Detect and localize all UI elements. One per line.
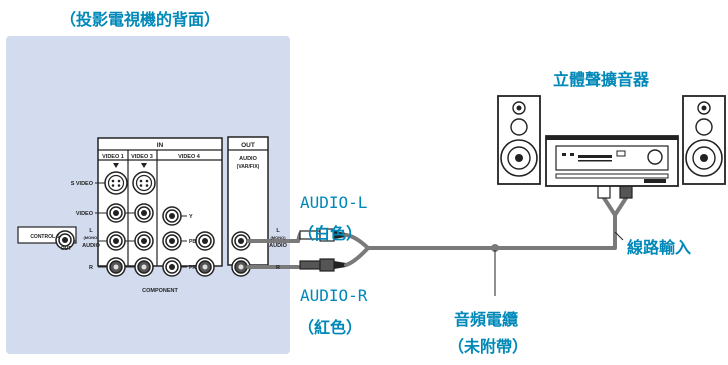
audio-l-jack-1[interactable] <box>106 231 126 251</box>
line-input-label: 線路輸入 <box>627 238 692 257</box>
cable-note-label: （未附帶） <box>448 337 529 356</box>
out-r-text: R <box>276 265 280 271</box>
video4-text: VIDEO 4 <box>178 154 201 160</box>
main-cable <box>344 213 617 267</box>
component-pr-jack[interactable] <box>162 257 182 277</box>
plug-l-left <box>299 228 346 242</box>
svideo-jack-1[interactable] <box>104 171 128 195</box>
audio-r-color-label: （紅色） <box>298 318 363 337</box>
audio-r-label: AUDIO-R <box>300 286 368 305</box>
svideo-text: S VIDEO <box>71 181 94 187</box>
in-header-text: IN <box>157 142 164 149</box>
plug-r-left <box>299 258 346 272</box>
cable-label: 音頻電纜 <box>454 310 519 329</box>
mono-text: (MONO) <box>83 235 99 240</box>
stereo-label: 立體聲擴音器 <box>553 70 650 89</box>
tv-back-title: （投影電視機的背面） <box>60 10 221 29</box>
audio-cable <box>246 232 302 269</box>
component-y-jack[interactable] <box>162 206 182 226</box>
out-mono-text: (MONO) <box>270 235 286 240</box>
video-jack-3[interactable] <box>134 203 154 223</box>
y-text: Y <box>189 214 193 220</box>
audio-r-jack-3[interactable] <box>134 257 154 277</box>
video3-text: VIDEO 3 <box>131 154 153 160</box>
audio-text: AUDIO <box>82 243 100 249</box>
svideo-jack-3[interactable] <box>132 171 156 195</box>
audio-l-label: AUDIO-L <box>300 193 368 212</box>
stereo-system <box>497 95 726 187</box>
audio-l-color-label: （白色） <box>298 224 363 243</box>
component-pb-jack[interactable] <box>162 231 182 251</box>
audio-l-jack-3[interactable] <box>134 231 154 251</box>
out-audio-text: AUDIO <box>239 156 257 162</box>
video-jack-1[interactable] <box>106 203 126 223</box>
video-text: VIDEO <box>76 211 94 217</box>
control-out-text: OUT <box>61 246 72 252</box>
video4-audio-l-jack[interactable] <box>195 231 215 251</box>
video1-text: VIDEO 1 <box>102 154 124 160</box>
pr-text: PR <box>189 265 196 271</box>
cable-marker <box>491 244 499 252</box>
control-s-text: CONTROL S <box>30 234 60 240</box>
r-text: R <box>89 265 93 271</box>
video4-audio-r-jack[interactable] <box>195 257 215 277</box>
audio-r-jack-1[interactable] <box>106 257 126 277</box>
out-varfix-text: (VAR/FIX) <box>237 164 260 170</box>
panel-labels: IN VIDEO 1 VIDEO 3 VIDEO 4 S VIDEO VIDEO… <box>30 142 287 294</box>
out-header-text: OUT <box>241 142 255 149</box>
component-text: COMPONENT <box>142 288 178 294</box>
l-text: L <box>89 228 93 234</box>
out-l-text: L <box>276 228 280 234</box>
pb-text: PB <box>189 239 196 245</box>
out-audio2-text: AUDIO <box>269 243 287 249</box>
